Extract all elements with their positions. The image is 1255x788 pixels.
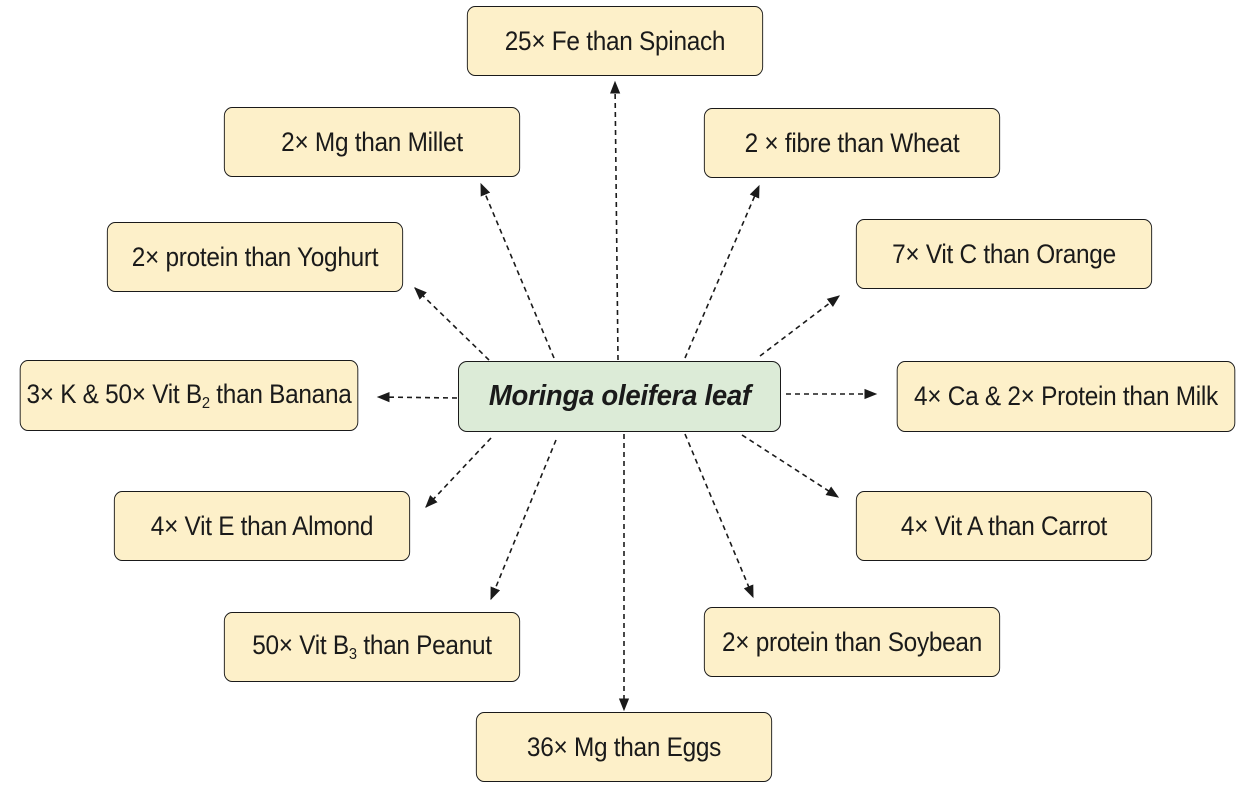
node-wheat: 2 × fibre than Wheat (703, 108, 1001, 178)
node-milk: 4× Ca & 2× Protein than Milk (896, 361, 1236, 432)
arrow-to-yoghurt (414, 287, 490, 361)
arrow-to-wheat (684, 184, 760, 359)
node-peanut: 50× Vit B3 than Peanut (223, 612, 521, 682)
node-spinach-label: 25× Fe than Spinach (504, 25, 726, 56)
node-yoghurt-label: 2× protein than Yoghurt (131, 241, 379, 272)
arrow-to-banana (376, 392, 458, 403)
node-yoghurt: 2× protein than Yoghurt (106, 222, 404, 292)
arrow-to-carrot (741, 434, 840, 498)
node-millet: 2× Mg than Millet (223, 107, 521, 177)
node-eggs: 36× Mg than Eggs (475, 712, 773, 782)
arrow-to-orange (759, 295, 841, 357)
node-orange: 7× Vit C than Orange (855, 219, 1153, 289)
arrow-to-almond (425, 437, 492, 508)
arrow-to-spinach (610, 80, 621, 361)
node-banana: 3× K & 50× Vit B2 than Banana (19, 360, 359, 431)
arrow-to-soybean (684, 433, 754, 599)
node-almond-label: 4× Vit E than Almond (150, 510, 374, 541)
node-orange-label: 7× Vit C than Orange (892, 238, 1116, 269)
node-milk-label: 4× Ca & 2× Protein than Milk (914, 381, 1218, 411)
node-millet-label: 2× Mg than Millet (281, 126, 463, 157)
arrow-to-peanut (490, 439, 557, 601)
node-wheat-label: 2 × fibre than Wheat (744, 127, 960, 158)
node-carrot-label: 4× Vit A than Carrot (900, 510, 1108, 541)
arrow-to-millet (480, 182, 555, 359)
center-node: Moringa oleifera leaf (458, 361, 781, 432)
node-eggs-label: 36× Mg than Eggs (526, 731, 722, 762)
node-banana-label: 3× K & 50× Vit B2 than Banana (26, 378, 352, 412)
node-carrot: 4× Vit A than Carrot (855, 491, 1153, 561)
node-almond: 4× Vit E than Almond (113, 491, 411, 561)
node-spinach: 25× Fe than Spinach (466, 6, 764, 76)
node-soybean: 2× protein than Soybean (703, 607, 1001, 677)
node-peanut-label: 50× Vit B3 than Peanut (252, 630, 492, 663)
center-node-label: Moringa oleifera leaf (488, 380, 751, 412)
node-soybean-label: 2× protein than Soybean (721, 626, 983, 657)
